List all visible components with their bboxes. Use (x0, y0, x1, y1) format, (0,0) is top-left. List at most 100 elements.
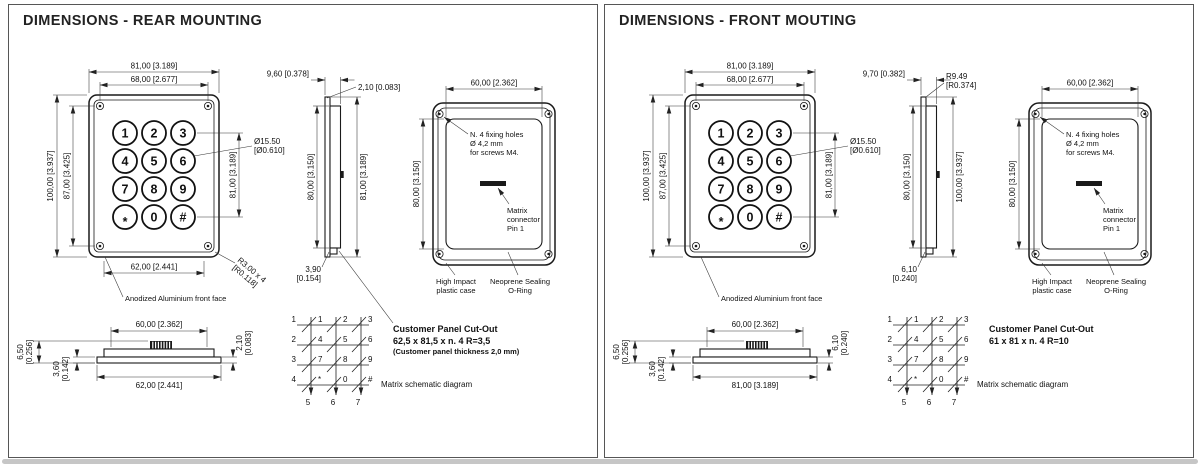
side-radius-value: R9.49 (946, 72, 968, 81)
matrix-key-2: 2 (343, 315, 348, 324)
matrix-row-pin-2: 2 (888, 335, 893, 344)
side-lip-dimension: 2,10 [0.083] (326, 83, 400, 99)
dim-bottom-height-inch: [0.256] (25, 340, 34, 364)
matrix-key-5: 5 (939, 335, 944, 344)
dim-front-height-holes: 87,00 [3.425] (63, 153, 72, 200)
dim-side-height-left: 80,00 [3.150] (903, 154, 912, 201)
fixing-holes-note-1: N. 4 fixing holes (470, 130, 524, 139)
connector-note-2: connector (1103, 215, 1136, 224)
side-dimensions: 9,70 [0.382] R9.49 [R0.374] 80,00 [3.150… (863, 70, 977, 284)
dim-front-width-holes: 68,00 [2.677] (727, 75, 774, 84)
side-view (324, 96, 344, 258)
dim-side-bottom: 3,90 (305, 265, 321, 274)
matrix-row-pin-2: 2 (292, 335, 297, 344)
side-radius-note: R9.49 [R0.374] (925, 72, 976, 98)
matrix-key-0: 0 (343, 375, 348, 384)
dim-front-height-outer: 100,00 [3.937] (642, 150, 651, 201)
side-lip-value: 2,10 [0.083] (358, 83, 400, 92)
key-6: 6 (180, 154, 187, 168)
front-screw-holes (692, 102, 808, 250)
technical-drawing: 1 2 3 4 5 6 7 8 9 * 0 # 81,00 [3.189] 68… (9, 5, 597, 457)
dim-side-height-right: 81,00 [3.189] (359, 154, 368, 201)
oring-note-2: O-Ring (508, 286, 532, 295)
matrix-key-0: 0 (939, 375, 944, 384)
fixing-holes-note-1: N. 4 fixing holes (1066, 130, 1120, 139)
oring-note-1: Neoprene Sealing (1086, 277, 1146, 286)
corner-radius-note: R3.00 x 4 [R0.118] (214, 251, 268, 289)
matrix-key-7: 7 (914, 355, 919, 364)
bottom-connector-comb (150, 341, 172, 349)
matrix-row-pin-4: 4 (888, 375, 893, 384)
fixing-holes-note-2: Ø 4,2 mm (1066, 139, 1099, 148)
dim-bottom-width-top: 60,00 [2.362] (136, 320, 183, 329)
dim-bottom-right-inch: [0.083] (244, 331, 253, 355)
panel-title: DIMENSIONS - FRONT MOUTING (619, 13, 857, 29)
matrix-key-3: 3 (368, 315, 373, 324)
rear-dimensions: 60,00 [2.362] 80,00 [3.150] N. 4 fixing … (1008, 79, 1146, 296)
side-view (920, 96, 940, 258)
dim-side-height-right: 100,00 [3.937] (955, 151, 964, 202)
case-note-1: High Impact (436, 277, 477, 286)
key-4: 4 (718, 154, 725, 168)
matrix-key-2: 2 (939, 315, 944, 324)
matrix-row-pin-3: 3 (888, 355, 893, 364)
matrix-row-pin-3: 3 (292, 355, 297, 364)
key-6: 6 (776, 154, 783, 168)
matrix-connector-slot (480, 181, 506, 186)
connector-note-2: connector (507, 215, 540, 224)
case-note-1: High Impact (1032, 277, 1073, 286)
cutout-thickness: (Customer panel thickness 2,0 mm) (393, 347, 520, 356)
dim-bottom-height-inch: [0.256] (621, 340, 630, 364)
matrix-caption: Matrix schematic diagram (977, 380, 1068, 389)
key-star: * (719, 215, 724, 229)
matrix-row-pin-1: 1 (888, 315, 893, 324)
bottom-dimensions: 6,50 [0.256] 60,00 [2.362] 2,10 [0.083] … (16, 320, 253, 390)
matrix-col-pin-5: 5 (306, 398, 311, 407)
dim-side-bottom: 6,10 (901, 265, 917, 274)
front-face-label: Anodized Aluminium front face (125, 294, 226, 303)
key-2: 2 (747, 126, 754, 140)
matrix-key-4: 4 (318, 335, 323, 344)
matrix-key-hash: # (964, 375, 969, 384)
bottom-body (699, 348, 811, 358)
key-7: 7 (718, 182, 725, 196)
matrix-row-pin-1: 1 (292, 315, 297, 324)
horizontal-scrollbar[interactable] (2, 459, 1198, 464)
matrix-key-4: 4 (914, 335, 919, 344)
connector-note-3: Pin 1 (507, 224, 524, 233)
dim-front-width-holes: 68,00 [2.677] (131, 75, 178, 84)
dim-bottom-left-inch: [0.142] (657, 357, 666, 381)
matrix-row-pin-4: 4 (292, 375, 297, 384)
dim-rear-width: 60,00 [2.362] (471, 79, 518, 88)
side-flange (324, 96, 331, 258)
matrix-key-3: 3 (964, 315, 969, 324)
fixing-holes-note-3: for screws M4. (1066, 148, 1115, 157)
front-bottom-dimension: 62,00 [2.441] (103, 261, 205, 277)
oring-note-1: Neoprene Sealing (490, 277, 550, 286)
matrix-col-pin-7: 7 (356, 398, 361, 407)
dim-bottom-width-bottom: 62,00 [2.441] (136, 381, 183, 390)
keypad-keys: 1 2 3 4 5 6 7 8 9 * 0 # (708, 120, 792, 230)
dim-side-height-left: 80,00 [3.150] (307, 154, 316, 201)
front-face-label: Anodized Aluminium front face (721, 294, 822, 303)
dim-bottom-width-top: 60,00 [2.362] (732, 320, 779, 329)
matrix-key-star: * (318, 375, 321, 384)
bottom-view (692, 341, 818, 364)
cutout-note: Customer Panel Cut-Out 62,5 x 81,5 x n. … (393, 324, 520, 356)
case-note-2: plastic case (1032, 286, 1071, 295)
matrix-key-9: 9 (368, 355, 373, 364)
dim-front-height-holes: 87,00 [3.425] (659, 153, 668, 200)
key-diameter-value-inch: [Ø0.610] (254, 146, 285, 155)
keypad-outer-outline (88, 94, 220, 258)
cutout-title: Customer Panel Cut-Out (989, 324, 1094, 334)
dim-bottom-left-inch: [0.142] (61, 357, 70, 381)
matrix-key-hash: # (368, 375, 373, 384)
matrix-key-8: 8 (939, 355, 944, 364)
keypad-inner-outline (689, 99, 811, 253)
dim-bottom-right: 6,10 (831, 335, 840, 351)
connector-note-3: Pin 1 (1103, 224, 1120, 233)
cutout-leader-line (338, 250, 394, 324)
keypad-keys: 1 2 3 4 5 6 7 8 9 * 0 # (112, 120, 196, 230)
dim-front-height-keys: 81,00 [3.189] (825, 152, 834, 199)
